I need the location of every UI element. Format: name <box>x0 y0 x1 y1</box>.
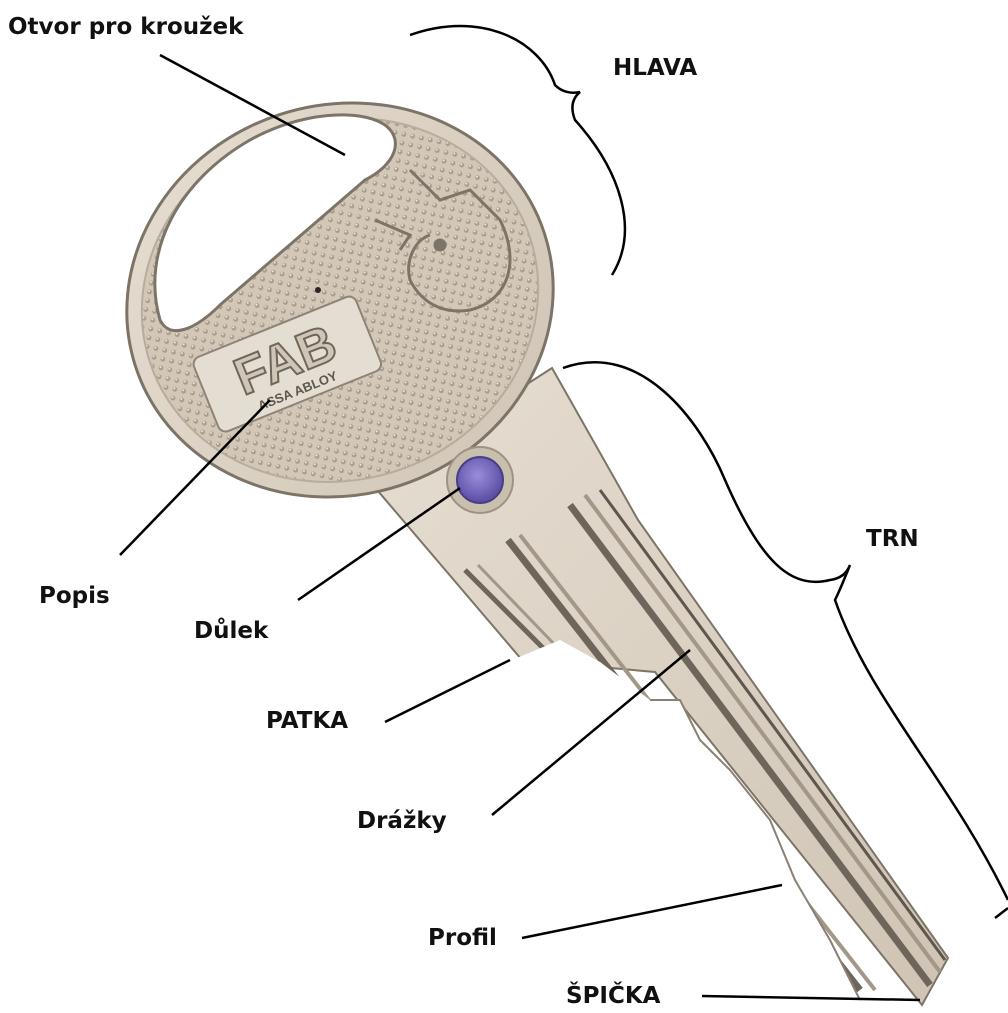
label-profile: Profil <box>428 927 497 950</box>
label-blade: TRN <box>866 528 919 551</box>
label-shoulder: PATKA <box>266 710 348 733</box>
label-grooves: Drážky <box>357 810 447 833</box>
label-tip: ŠPIČKA <box>566 985 660 1008</box>
label-head: HLAVA <box>613 57 697 80</box>
label-inscription: Popis <box>39 585 110 608</box>
label-ring-hole: Otvor pro kroužek <box>8 16 243 39</box>
label-dimple: Důlek <box>194 620 268 643</box>
